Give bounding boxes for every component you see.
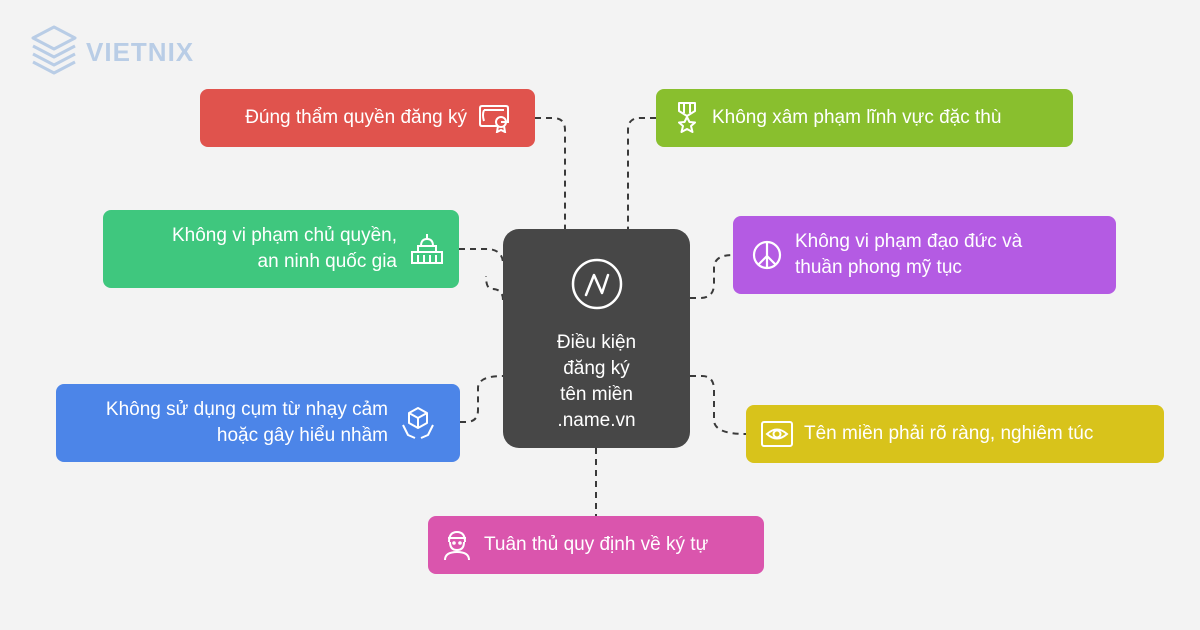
center-title-line: Điều kiện (556, 332, 637, 353)
center-title-line: tên miền (560, 384, 633, 405)
connector-clarity (690, 375, 747, 435)
node-label: Không sử dụng cụm từ nhạy cảm hoặc gây h… (106, 397, 388, 449)
node-registration-authority: Đúng thẩm quyền đăng ký (200, 89, 535, 147)
eye-frame-icon (760, 420, 794, 448)
node-label: Không vi phạm đạo đức và thuần phong mỹ … (795, 229, 1022, 281)
node-label-line: hoặc gây hiểu nhầm (216, 425, 388, 446)
connector-special-fields (627, 117, 656, 229)
node-sovereignty: Không vi phạm chủ quyền, an ninh quốc gi… (103, 210, 459, 288)
node-label-line: Không vi phạm chủ quyền, (172, 225, 397, 246)
node-characters: Tuân thủ quy định về ký tự (428, 516, 764, 574)
node-ethics: Không vi phạm đạo đức và thuần phong mỹ … (733, 216, 1116, 294)
connector-sovereignty-lower (485, 275, 504, 301)
certificate-icon (477, 103, 511, 133)
peace-icon (751, 239, 783, 271)
node-sensitive-phrases: Không sử dụng cụm từ nhạy cảm hoặc gây h… (56, 384, 460, 462)
center-title-line: đăng ký (563, 358, 630, 379)
center-topic-node: Điều kiện đăng ký tên miền .name.vn (503, 229, 690, 448)
node-label: Tên miền phải rõ ràng, nghiêm túc (804, 423, 1094, 444)
node-label: Tuân thủ quy định về ký tự (484, 534, 709, 555)
stacked-layers-icon (30, 24, 78, 81)
person-with-headband-icon (440, 528, 474, 562)
box-in-hands-icon (400, 405, 436, 441)
node-label: Không xâm phạm lĩnh vực đặc thù (712, 107, 1002, 128)
capitol-building-icon (409, 232, 445, 266)
brand-n-circle-icon (570, 257, 624, 316)
connector-sovereignty (459, 248, 504, 265)
node-label: Không vi phạm chủ quyền, an ninh quốc gi… (172, 223, 397, 275)
node-label: Đúng thẩm quyền đăng ký (245, 107, 467, 128)
node-label-line: Không sử dụng cụm từ nhạy cảm (105, 399, 388, 420)
node-label-line: thuần phong mỹ tục (795, 257, 962, 278)
connector-registration-authority (535, 117, 566, 229)
connector-sensitive-phrases (460, 375, 504, 423)
brand-name: VIETNIX (86, 37, 195, 67)
connector-ethics (690, 254, 734, 299)
center-title-line: .name.vn (557, 410, 636, 431)
center-topic-title: Điều kiện đăng ký tên miền .name.vn (522, 330, 672, 434)
vietnix-logo: VIETNIX (30, 24, 194, 81)
node-clarity: Tên miền phải rõ ràng, nghiêm túc (746, 405, 1164, 463)
node-label-line: an ninh quốc gia (257, 251, 397, 272)
medal-star-icon (674, 101, 700, 135)
node-label-line: Không vi phạm đạo đức và (795, 231, 1023, 252)
node-special-fields: Không xâm phạm lĩnh vực đặc thù (656, 89, 1073, 147)
